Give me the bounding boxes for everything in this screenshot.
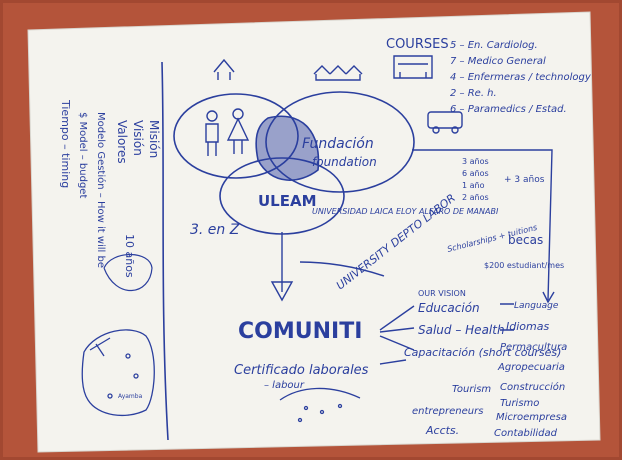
outcome-item: Capacitación (short courses) bbox=[404, 346, 561, 359]
left-column: Misión Visión Valores Modelo Gestión – H… bbox=[59, 99, 161, 268]
duration-item: 2 años bbox=[462, 193, 489, 202]
course-line: 6 – Paramedics / Estad. bbox=[450, 104, 567, 115]
map-label: Ayamba bbox=[118, 393, 143, 400]
ten-years-label: 10 años bbox=[123, 234, 136, 278]
skill-item: Idiomas bbox=[506, 320, 549, 333]
duration-item: 3 años bbox=[462, 157, 489, 166]
duration-item: + 3 años bbox=[504, 175, 545, 185]
duration-item: 6 años bbox=[462, 169, 489, 178]
skill-item: Construcción bbox=[500, 381, 565, 393]
skills-list: Language Idiomas Permacultura Agropecuar… bbox=[494, 301, 567, 439]
duration-item: 1 año bbox=[462, 181, 485, 190]
course-line: 2 – Re. h. bbox=[450, 88, 497, 99]
uleam-full-name: UNIVERSIDAD LAICA ELOY ALFARO DE MANABI bbox=[312, 207, 499, 216]
skill-item: Agropecuaria bbox=[497, 362, 565, 373]
left-item: $ Model – budget bbox=[77, 112, 88, 198]
skill-item: Contabilidad bbox=[494, 428, 558, 439]
skill-item: Microempresa bbox=[496, 412, 567, 423]
outcomes-list: Educación Salud – Health Capacitación (s… bbox=[404, 301, 561, 359]
course-line: 4 – Enfermeras / technology bbox=[450, 72, 592, 83]
map-doodle bbox=[81, 329, 155, 417]
our-vision-label: OUR VISION bbox=[418, 289, 466, 298]
durations: 3 años 6 años 1 año 2 años + 3 años bbox=[462, 157, 545, 202]
outcome-item: Salud – Health bbox=[418, 323, 505, 337]
skill-item: Permacultura bbox=[500, 342, 567, 353]
people-icon bbox=[205, 108, 250, 156]
course-line: 7 – Medico General bbox=[450, 56, 546, 67]
certificado-label: Certificado laborales bbox=[234, 363, 369, 378]
foundation-label: foundation bbox=[312, 155, 377, 169]
labour-label: – labour bbox=[264, 380, 305, 391]
skill-item: Turismo bbox=[500, 398, 539, 409]
comuniti-title: COMUNITI bbox=[238, 319, 362, 344]
left-item: Tiempo – timing bbox=[59, 99, 72, 188]
house-doodles bbox=[213, 55, 433, 81]
three-by-z: 3. en Z bbox=[190, 222, 240, 238]
bus-icon bbox=[427, 111, 463, 134]
course-line: 5 – En. Cardiolog. bbox=[450, 40, 538, 51]
tourism-list: Tourism entrepreneurs Accts. bbox=[412, 384, 491, 437]
scholarship-amount: $200 estudiant/mes bbox=[484, 261, 564, 270]
courses-heading: COURSES bbox=[386, 37, 449, 52]
tourism-item: entrepreneurs bbox=[412, 406, 483, 417]
uleam-label: ULEAM bbox=[258, 192, 317, 210]
tourism-item: Accts. bbox=[425, 424, 459, 437]
venn-diagram bbox=[173, 91, 415, 235]
mountain-doodle bbox=[279, 387, 361, 423]
divider-line bbox=[161, 61, 169, 441]
speech-bubble bbox=[103, 254, 153, 292]
fundacion-label: Fundación bbox=[302, 136, 374, 152]
left-item: Visión bbox=[131, 120, 145, 156]
outcome-item: Educación bbox=[418, 301, 480, 315]
skill-item: Language bbox=[514, 301, 559, 311]
left-item: Valores bbox=[115, 120, 129, 164]
tourism-item: Tourism bbox=[452, 384, 491, 395]
arrows bbox=[270, 149, 555, 365]
left-item: Misión bbox=[147, 120, 161, 158]
left-item: Modelo Gestión – How it will be bbox=[95, 112, 107, 268]
courses-list: 5 – En. Cardiolog. 7 – Medico General 4 … bbox=[450, 40, 592, 115]
becas-label: becas bbox=[508, 233, 543, 247]
